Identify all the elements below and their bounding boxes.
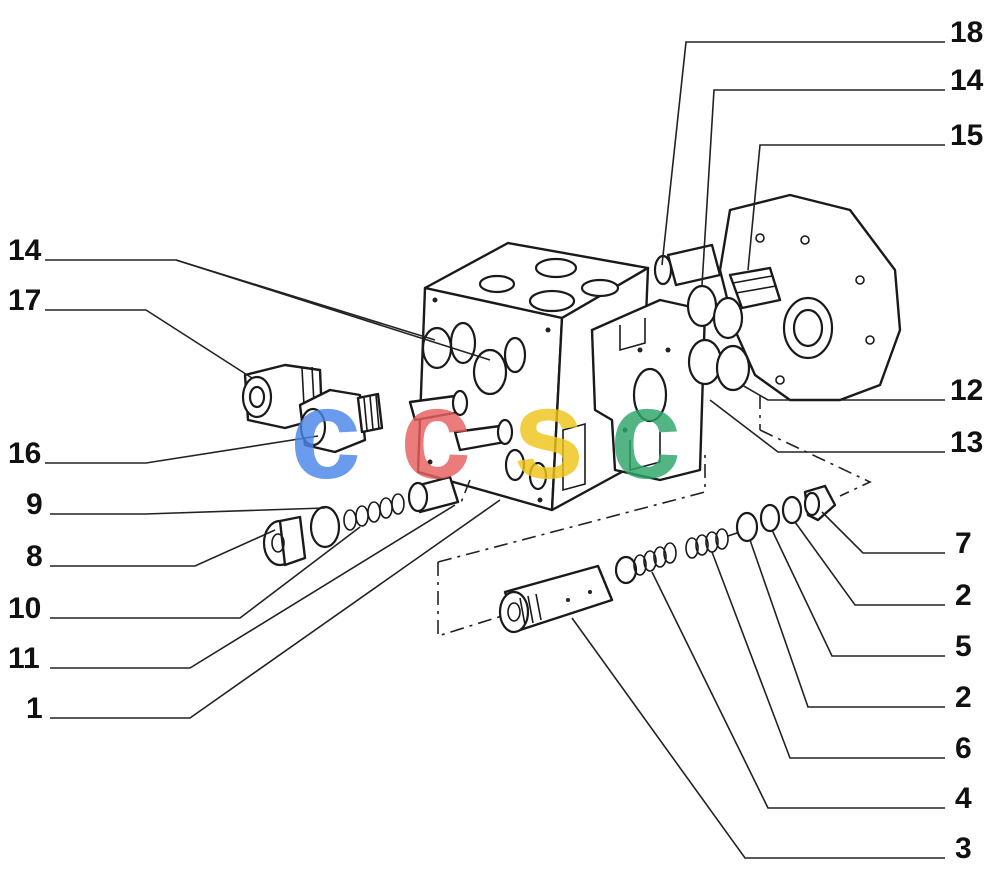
- label-3: 3: [955, 832, 972, 865]
- cover-assembly: [653, 193, 902, 402]
- label-14-left: 14: [8, 234, 42, 267]
- label-13: 13: [950, 426, 983, 459]
- ring-12: [687, 338, 723, 386]
- ring-5: [759, 503, 781, 533]
- label-5: 5: [955, 630, 972, 663]
- spring-10: [343, 493, 405, 531]
- washer-2-upper: [781, 495, 803, 525]
- label-9: 9: [26, 488, 43, 521]
- sleeve-11: [407, 475, 460, 514]
- watermark-letter-2: c: [400, 363, 471, 506]
- washer-2-lower: [735, 511, 759, 543]
- valve-block: [408, 241, 707, 512]
- label-8: 8: [26, 540, 43, 573]
- ring-14-upper: [686, 284, 718, 328]
- spring-4: [614, 542, 677, 585]
- label-6: 6: [955, 732, 972, 765]
- label-12: 12: [950, 374, 983, 407]
- label-14-right: 14: [950, 64, 984, 97]
- nut-7: [803, 484, 837, 522]
- label-11: 11: [8, 642, 40, 675]
- watermark-letter-4: c: [610, 363, 681, 506]
- label-10: 10: [8, 592, 41, 625]
- ring-9: [309, 505, 341, 549]
- spool-3: [498, 564, 614, 634]
- label-2-upper: 2: [955, 579, 972, 612]
- label-4: 4: [955, 782, 972, 815]
- ring-14-front: [421, 326, 453, 370]
- part-labels: 18 14 15 14 17 16 9 8 10 11 1 12 13 7 2 …: [8, 16, 984, 865]
- fitting-15: [728, 266, 782, 310]
- ring-13: [715, 344, 751, 392]
- label-15: 15: [950, 119, 983, 152]
- label-2-lower: 2: [955, 681, 972, 714]
- label-7: 7: [955, 527, 972, 560]
- watermark: c c s c: [290, 363, 681, 506]
- label-17: 17: [8, 284, 41, 317]
- watermark-letter-3: s: [513, 363, 584, 506]
- leader-lines: [45, 41, 945, 859]
- label-18: 18: [950, 16, 983, 49]
- label-16: 16: [8, 437, 41, 470]
- label-1: 1: [26, 692, 43, 725]
- fitting-18: [666, 243, 722, 287]
- plug-8: [262, 515, 307, 567]
- watermark-letter-1: c: [290, 363, 361, 506]
